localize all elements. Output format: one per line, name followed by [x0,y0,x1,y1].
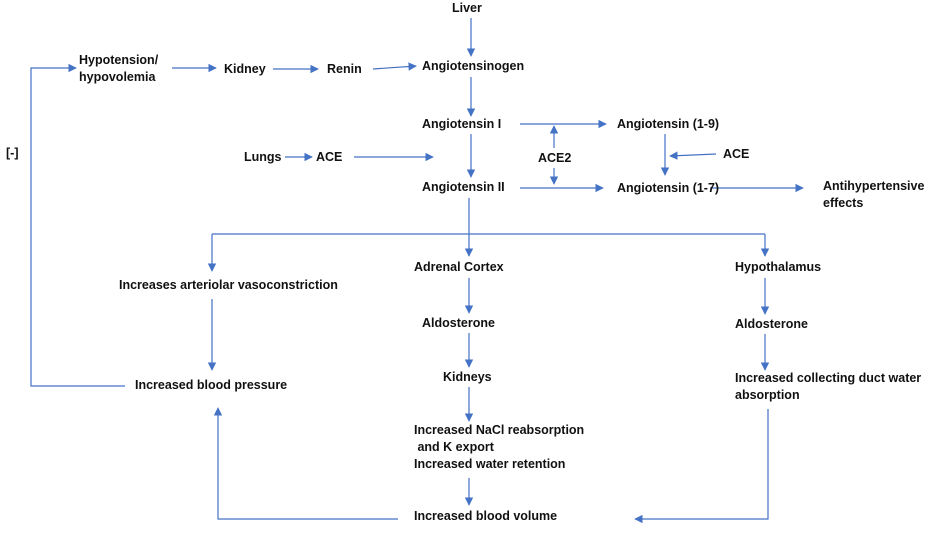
node-antihypertensive-line-1: Antihypertensive [823,179,925,193]
node-nacl-line-3: Increased water retention [414,457,566,471]
node-hypothalamus: Hypothalamus [735,260,822,274]
node-blood-volume: Increased blood volume [414,509,558,523]
node-angiotensin-ii: Angiotensin II [422,180,505,194]
node-antihypertensive-line-2: effects [823,196,864,210]
node-hypotension-line-1: Hypotension/ [79,53,159,67]
node-kidney: Kidney [224,62,266,76]
arrow-feedback-loop [30,63,125,387]
node-renin: Renin [327,62,362,76]
node-angiotensin-1-7: Angiotensin (1-7) [617,181,720,195]
node-lungs: Lungs [244,150,282,164]
node-aldosterone-left: Aldosterone [422,316,495,330]
node-collecting-duct-line-1: Increased collecting duct water [735,371,922,385]
node-angiotensinogen: Angiotensinogen [422,59,525,73]
node-feedback: [-] [6,146,19,160]
node-hypotension: Hypotension/ hypovolemia [79,52,158,86]
node-ace-right: ACE [723,147,750,161]
node-kidneys: Kidneys [443,370,492,384]
node-hypotension-line-2: hypovolemia [79,70,156,84]
node-vasoconstriction: Increases arteriolar vasoconstriction [119,278,338,292]
node-nacl: Increased NaCl reabsorption and K export… [414,422,584,473]
arrow-renin-angiotensinogen [372,62,417,71]
node-collecting-duct: Increased collecting duct water absorpti… [735,370,921,404]
node-nacl-line-1: Increased NaCl reabsorption [414,423,585,437]
node-angiotensin-1-9: Angiotensin (1-9) [617,117,720,131]
node-nacl-line-2: and K export [414,440,494,454]
node-ace2: ACE2 [538,151,572,165]
arrow-ace-right [669,151,717,160]
node-blood-pressure: Increased blood pressure [135,378,288,392]
node-aldosterone-right: Aldosterone [735,317,808,331]
node-collecting-duct-line-2: absorption [735,388,800,402]
node-adrenal-cortex: Adrenal Cortex [414,260,504,274]
node-angiotensin-i: Angiotensin I [422,117,502,131]
node-antihypertensive: Antihypertensive effects [823,178,924,212]
node-liver: Liver [452,1,482,15]
arrow-blood-volume-bp [213,407,398,520]
node-ace-lungs: ACE [316,150,343,164]
arrow-collecting-blood-volume [634,409,769,524]
